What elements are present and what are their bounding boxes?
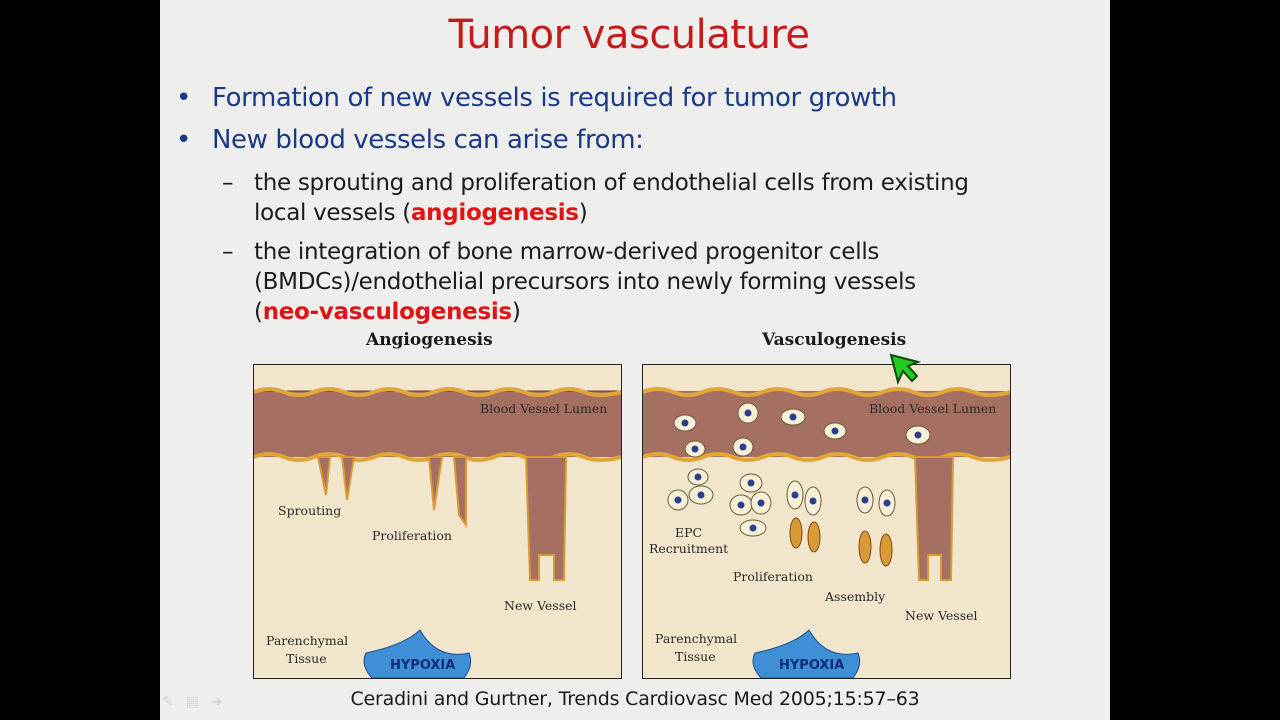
sub-1-line-2: local vessels (angiogenesis) [254, 198, 1092, 228]
pen-icon[interactable]: ✎ [162, 694, 174, 710]
bullet-1-text: Formation of new vessels is required for… [212, 83, 897, 113]
cursor-arrow-icon [889, 353, 922, 385]
label-recruitment: Recruitment [649, 541, 728, 556]
bullet-2-text: New blood vessels can arise from: [212, 125, 644, 155]
slide-title: Tumor vasculature [448, 12, 810, 58]
sub-1-pre: local vessels ( [254, 200, 411, 226]
label-hypoxia: HYPOXIA [390, 658, 455, 673]
label-tissue-2: Tissue [286, 651, 327, 666]
label-tissue-1: Parenchymal [655, 631, 737, 646]
lumen-label: Blood Vessel Lumen [869, 401, 996, 416]
label-proliferation: Proliferation [372, 528, 452, 543]
bullet-1: • Formation of new vessels is required fo… [176, 83, 897, 113]
bullet-marker: • [176, 83, 191, 113]
next-icon[interactable]: ➜ [210, 694, 223, 710]
sub-2-line-3: (neo-vasculogenesis) [254, 297, 1092, 327]
label-new-vessel: New Vessel [504, 598, 577, 613]
angiogenesis-diagram: Blood Vessel Lumen Sprouting Proliferati… [254, 365, 621, 678]
label-assembly: Assembly [824, 589, 886, 604]
highlight-neo-vasculogenesis: neo-vasculogenesis [262, 299, 512, 325]
label-epc: EPC [675, 525, 702, 540]
sub-bullet-angiogenesis: – the sprouting and proliferation of end… [222, 168, 1092, 228]
vasculogenesis-diagram: Blood Vessel Lumen EPC Recruitment Proli… [643, 365, 1010, 678]
label-sprouting: Sprouting [278, 503, 341, 518]
sub-marker: – [222, 239, 234, 265]
label-proliferation: Proliferation [733, 569, 813, 584]
sub-marker: – [222, 170, 234, 196]
sub-2-post: ) [511, 299, 521, 325]
label-hypoxia: HYPOXIA [779, 658, 844, 673]
angiogenesis-panel: Blood Vessel Lumen Sprouting Proliferati… [253, 364, 622, 679]
sub-1-post: ) [578, 200, 588, 226]
figure-title-vasculogenesis: Vasculogenesis [762, 330, 907, 350]
slide: Tumor vasculature • Formation of new vess… [160, 0, 1110, 720]
label-tissue-2: Tissue [675, 649, 716, 664]
sub-2-line-1: the integration of bone marrow-derived p… [254, 239, 880, 265]
label-tissue-1: Parenchymal [266, 633, 348, 648]
figure-title-angiogenesis: Angiogenesis [366, 330, 493, 350]
lumen-label: Blood Vessel Lumen [480, 401, 607, 416]
bullet-2: • New blood vessels can arise from: [176, 125, 644, 155]
vasculogenesis-panel: Blood Vessel Lumen EPC Recruitment Proli… [642, 364, 1011, 679]
sub-1-line-1: the sprouting and proliferation of endot… [254, 170, 969, 196]
sub-2-line-2: (BMDCs)/endothelial precursors into newl… [254, 269, 916, 295]
sub-bullet-neovasculogenesis: – the integration of bone marrow-derived… [222, 237, 1092, 327]
slideshow-nav: ✎ ▤ ➜ [162, 694, 223, 710]
bullet-marker: • [176, 125, 191, 155]
citation: Ceradini and Gurtner, Trends Cardiovasc … [350, 688, 920, 710]
menu-icon[interactable]: ▤ [185, 694, 199, 710]
highlight-angiogenesis: angiogenesis [410, 200, 579, 226]
sub-2-pre: ( [254, 299, 263, 325]
label-new-vessel: New Vessel [905, 608, 978, 623]
